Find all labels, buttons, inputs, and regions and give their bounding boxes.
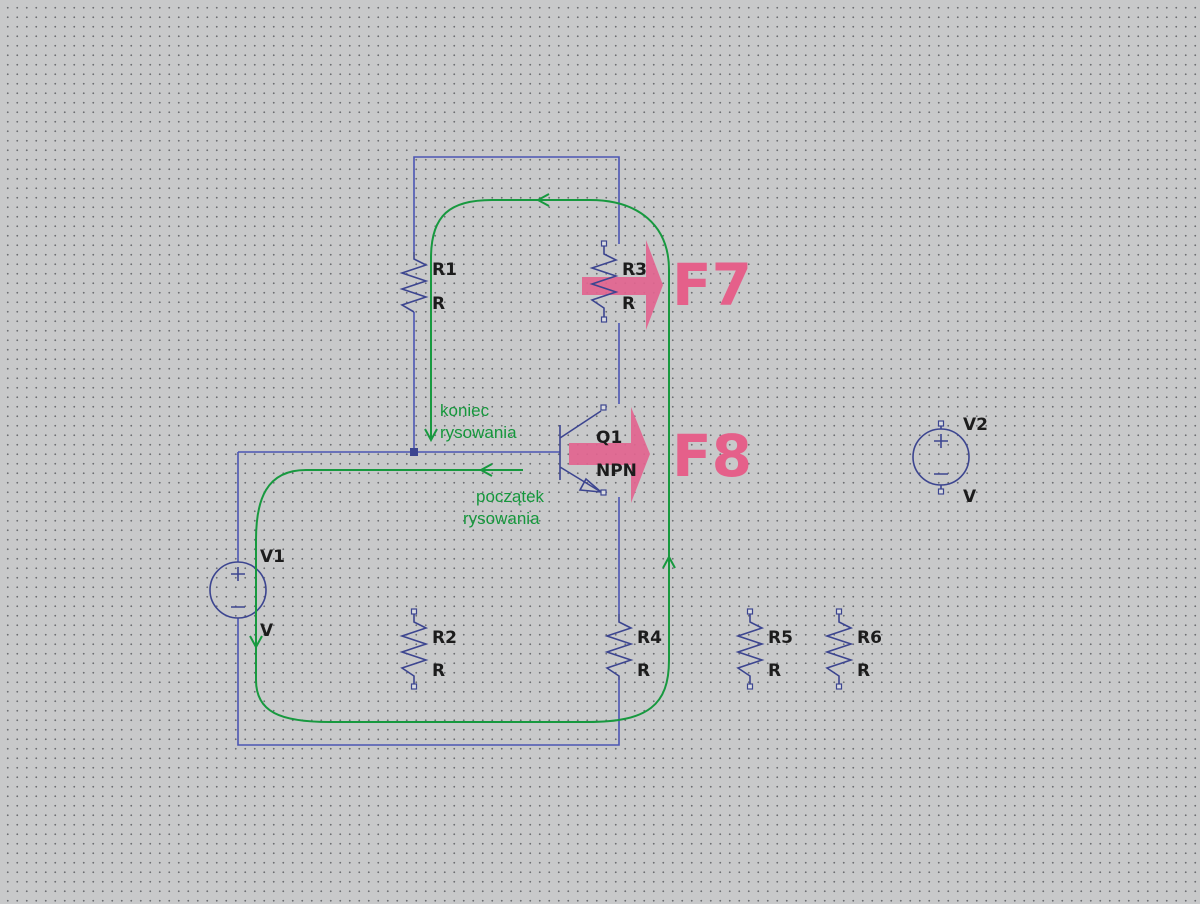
polarity-icon — [934, 426, 948, 489]
arrow-up-icon — [662, 554, 676, 569]
r4-value: R — [637, 661, 650, 681]
pin-icon — [746, 608, 754, 615]
wire-junction[interactable] — [410, 448, 418, 456]
arrow-down-icon — [249, 635, 263, 650]
r5-value: R — [768, 661, 781, 681]
resistor-icon — [399, 614, 429, 684]
pin-icon — [600, 316, 608, 323]
r1-value: R — [432, 294, 445, 314]
wire-v1-to-bottom[interactable] — [237, 618, 620, 746]
resistor-r2[interactable]: R2 R — [399, 608, 457, 690]
arrow-left-icon — [478, 463, 493, 477]
resistor-r3[interactable]: R3 R — [589, 240, 647, 323]
resistor-icon — [824, 614, 854, 684]
r4-name: R4 — [637, 628, 662, 648]
pin-icon — [600, 240, 608, 247]
wires — [237, 156, 620, 746]
resistor-r5[interactable]: R5 R — [735, 608, 793, 690]
pin-icon — [410, 683, 418, 690]
end-note-line2: rysowania — [440, 423, 517, 442]
pin-icon — [600, 489, 607, 496]
npn-transistor-icon — [559, 410, 602, 493]
pin-icon — [937, 420, 945, 427]
resistor-icon — [604, 614, 634, 680]
transistor-q1[interactable]: Q1 NPN — [559, 404, 637, 496]
start-note-line1: początek — [476, 487, 545, 506]
pin-icon — [746, 683, 754, 690]
resistor-r4[interactable]: R4 R — [604, 614, 662, 681]
end-note-line1: koniec — [440, 401, 490, 420]
arrow-down-icon — [424, 428, 438, 443]
r2-name: R2 — [432, 628, 457, 648]
wire-top-loop[interactable] — [413, 156, 620, 252]
r1-name: R1 — [432, 260, 457, 280]
arrow-left-icon — [535, 193, 550, 207]
r3-value: R — [622, 294, 635, 314]
q1-value: NPN — [596, 461, 637, 481]
pin-icon — [835, 683, 843, 690]
f8-arrow-icon — [569, 407, 650, 503]
r6-name: R6 — [857, 628, 882, 648]
resistor-r6[interactable]: R6 R — [824, 608, 882, 690]
polarity-icon — [231, 567, 245, 608]
hotkey-f8-label: F8 — [672, 422, 752, 490]
start-note-line2: rysowania — [463, 509, 540, 528]
voltage-source-icon — [209, 561, 267, 619]
v1-name: V1 — [260, 547, 285, 567]
resistor-icon — [399, 252, 429, 313]
emitter-arrow-icon — [578, 477, 604, 494]
resistor-r1[interactable]: R1 R — [399, 252, 457, 314]
v2-name: V2 — [963, 415, 988, 435]
resistor-icon — [589, 246, 619, 317]
pin-icon — [410, 608, 418, 615]
r3-name: R3 — [622, 260, 647, 280]
v2-value: V — [963, 487, 977, 507]
v1-value: V — [260, 621, 274, 641]
f7-arrow-icon — [582, 240, 663, 330]
voltage-source-v1[interactable]: V1 V — [209, 547, 285, 641]
pin-icon — [835, 608, 843, 615]
r6-value: R — [857, 661, 870, 681]
r5-name: R5 — [768, 628, 793, 648]
pin-icon — [600, 404, 607, 411]
q1-name: Q1 — [596, 428, 622, 448]
r2-value: R — [432, 661, 445, 681]
voltage-source-v2[interactable]: V2 V — [912, 415, 988, 507]
hotkey-f7-label: F7 — [672, 251, 752, 319]
drawing-path — [249, 193, 676, 723]
drawing-path-line — [255, 199, 670, 723]
pin-icon — [937, 488, 945, 495]
resistor-icon — [735, 614, 765, 684]
